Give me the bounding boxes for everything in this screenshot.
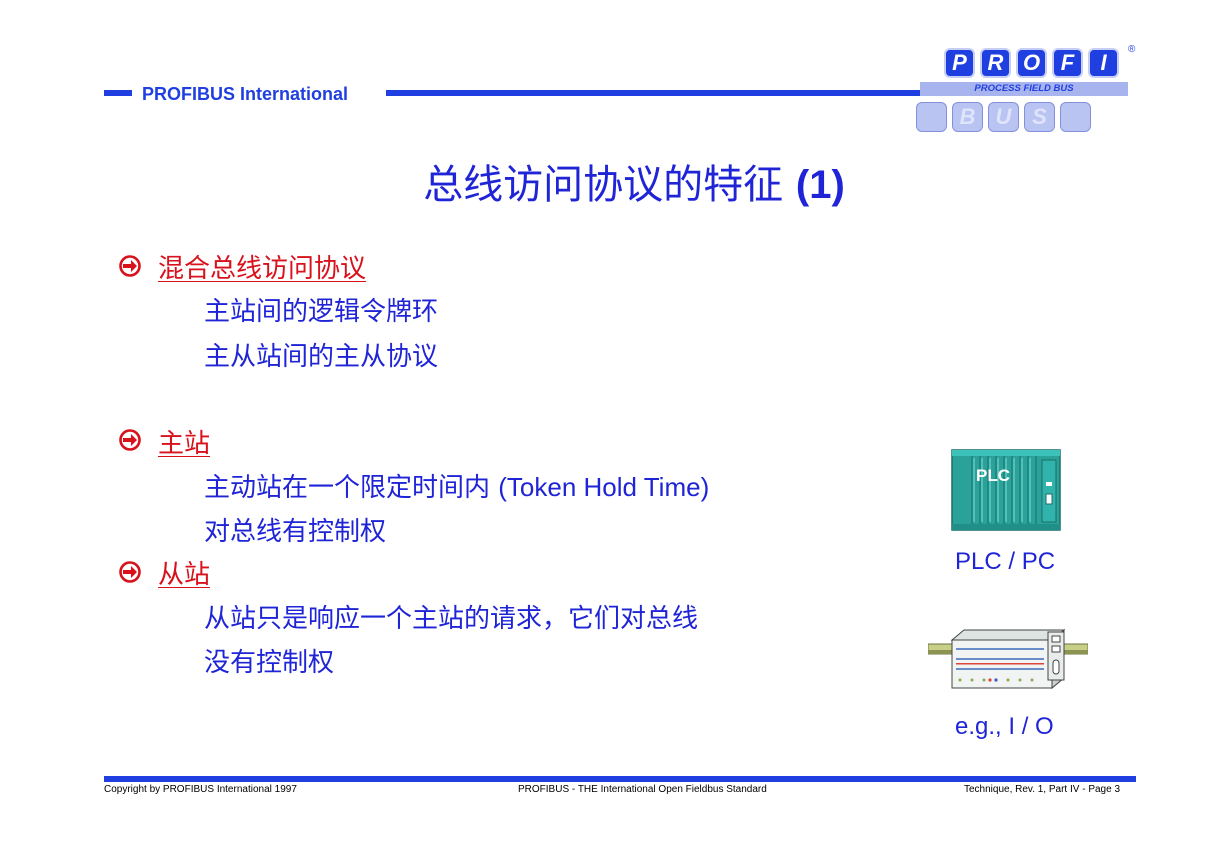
plc-caption: PLC / PC [955,548,1056,575]
logo-tile-o: O [1016,48,1047,78]
header-rule-left [104,90,132,96]
arrow-bullet-icon [119,561,141,583]
logo-tile-s: S [1024,102,1055,132]
slide-title: 总线访问协议的特征 (1) [0,152,1228,210]
section-heading-hybrid-access: 混合总线访问协议 [158,254,367,284]
section-line: 对总线有控制权 [204,517,387,547]
footer-center-text: PROFIBUS - THE International Open Fieldb… [518,784,767,795]
section-line: 没有控制权 [204,648,335,678]
section-heading-slave: 从站 [158,560,211,590]
section-line: 主动站在一个限定时间内 (Token Hold Time) [204,472,710,503]
section-heading-master: 主站 [158,429,211,459]
logo-tile-f: F [1052,48,1083,78]
io-caption: e.g., I / O [955,713,1054,740]
logo-tile-u: U [988,102,1019,132]
logo-tile-blank-2 [1060,102,1091,132]
arrow-bullet-icon [119,255,141,277]
logo-tile-r: R [980,48,1011,78]
footer-rule [104,776,1136,782]
logo-top-row: P R O F I [944,48,1119,78]
footer-page-number: Technique, Rev. 1, Part IV - Page 3 [964,784,1121,795]
arrow-bullet-icon [119,429,141,451]
slide-title-number: (1) [795,163,845,207]
plc-badge: PLC [976,466,1010,485]
logo-band-text: PROCESS FIELD BUS [920,82,1128,96]
section-line: 从站只是响应一个主站的请求，它们对总线 [204,604,699,634]
plc-rack-image [951,449,1061,531]
header-organization: PROFIBUS International [142,84,349,104]
profibus-logo: P R O F I PROCESS FIELD BUS B U S ® [912,42,1142,138]
logo-tile-blank [916,102,947,132]
logo-bottom-row: B U S [916,102,1091,132]
logo-tile-b: B [952,102,983,132]
footer-copyright: Copyright by PROFIBUS International 1997 [104,784,297,795]
header-rule-right [386,90,926,96]
slide-title-text: 总线访问协议的特征 [423,162,784,208]
section-line: 主从站间的主从协议 [204,342,439,372]
logo-tile-p: P [944,48,975,78]
logo-tile-i: I [1088,48,1119,78]
section-line: 主站间的逻辑令牌环 [204,297,439,327]
registered-mark: ® [1128,44,1136,55]
io-module-image [928,628,1088,690]
